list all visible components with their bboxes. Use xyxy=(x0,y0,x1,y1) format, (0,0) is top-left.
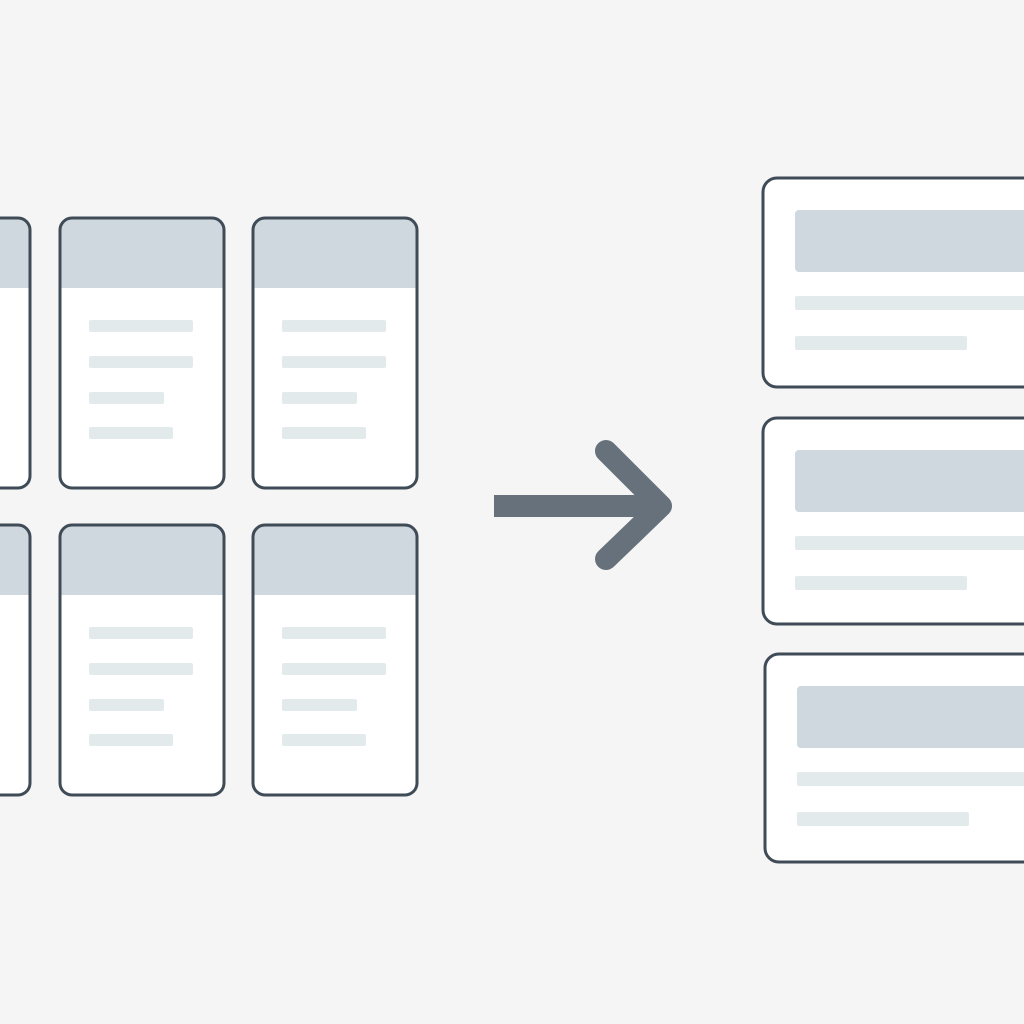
text-line-placeholder xyxy=(89,627,193,639)
arrow-right-icon xyxy=(494,440,672,570)
card-header-block xyxy=(795,450,1024,512)
text-line-placeholder xyxy=(89,320,193,332)
card-header xyxy=(0,218,30,288)
card-header xyxy=(60,525,224,595)
card-body xyxy=(761,176,1024,389)
text-line-placeholder xyxy=(282,663,386,675)
card-body xyxy=(763,652,1024,864)
text-line-placeholder xyxy=(795,536,1024,550)
text-line-placeholder xyxy=(282,392,357,404)
text-line-placeholder xyxy=(89,427,173,439)
text-line-placeholder xyxy=(89,663,193,675)
list-card xyxy=(761,416,1024,626)
card-header xyxy=(253,525,417,595)
text-line-placeholder xyxy=(795,576,967,590)
text-line-placeholder xyxy=(282,699,357,711)
grid-card xyxy=(0,216,32,490)
text-line-placeholder xyxy=(282,320,386,332)
text-line-placeholder xyxy=(282,356,386,368)
text-line-placeholder xyxy=(89,356,193,368)
grid-card xyxy=(0,523,32,797)
arrow-head xyxy=(595,440,672,570)
card-border xyxy=(251,216,419,490)
text-line-placeholder xyxy=(797,812,969,826)
text-line-placeholder xyxy=(795,336,967,350)
text-line-placeholder xyxy=(282,427,366,439)
grid-card xyxy=(58,523,226,797)
card-border xyxy=(0,523,32,797)
text-line-placeholder xyxy=(282,627,386,639)
card-header-block xyxy=(795,210,1024,272)
text-line-placeholder xyxy=(795,296,1024,310)
card-body xyxy=(761,416,1024,626)
card-border xyxy=(58,523,226,797)
grid-card xyxy=(251,216,419,490)
card-border xyxy=(58,216,226,490)
card-header xyxy=(253,218,417,288)
list-card xyxy=(763,652,1024,864)
card-header-block xyxy=(797,686,1024,748)
text-line-placeholder xyxy=(89,392,164,404)
card-header xyxy=(0,525,30,595)
text-line-placeholder xyxy=(89,699,164,711)
card-header xyxy=(60,218,224,288)
grid-card xyxy=(58,216,226,490)
card-border xyxy=(0,216,32,490)
card-border xyxy=(251,523,419,797)
text-line-placeholder xyxy=(797,772,1024,786)
text-line-placeholder xyxy=(89,734,173,746)
text-line-placeholder xyxy=(282,734,366,746)
list-card xyxy=(761,176,1024,389)
grid-card xyxy=(251,523,419,797)
